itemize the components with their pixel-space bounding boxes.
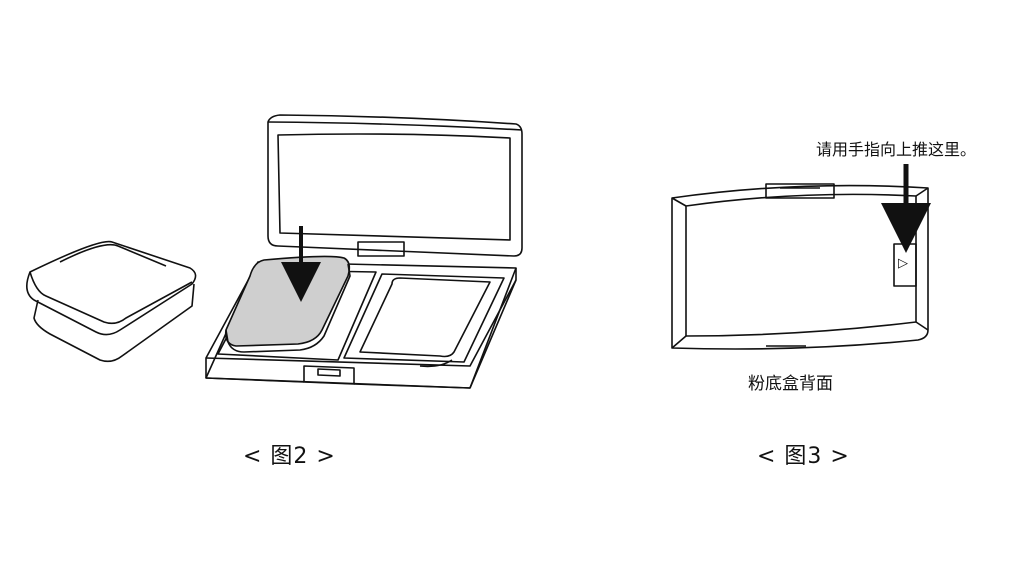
puff-in-compact: [224, 255, 351, 353]
hinge-tab: [357, 241, 405, 257]
mirror: [277, 133, 511, 241]
compact-lid: [267, 114, 523, 257]
loose-puff: [26, 240, 197, 363]
figure3-illustration: [671, 164, 931, 350]
compact-back-inner: [685, 193, 917, 337]
release-marker-icon: ▷: [898, 256, 908, 271]
back-hinge: [765, 183, 835, 199]
compact-back-outer: [671, 184, 929, 350]
figure2-caption: < 图2 >: [243, 444, 336, 469]
back-label: 粉底盒背面: [748, 374, 833, 394]
figure3-caption: < 图3 >: [757, 444, 850, 469]
figure2-illustration: [26, 114, 523, 389]
instruction-text: 请用手指向上推这里。: [816, 140, 977, 159]
